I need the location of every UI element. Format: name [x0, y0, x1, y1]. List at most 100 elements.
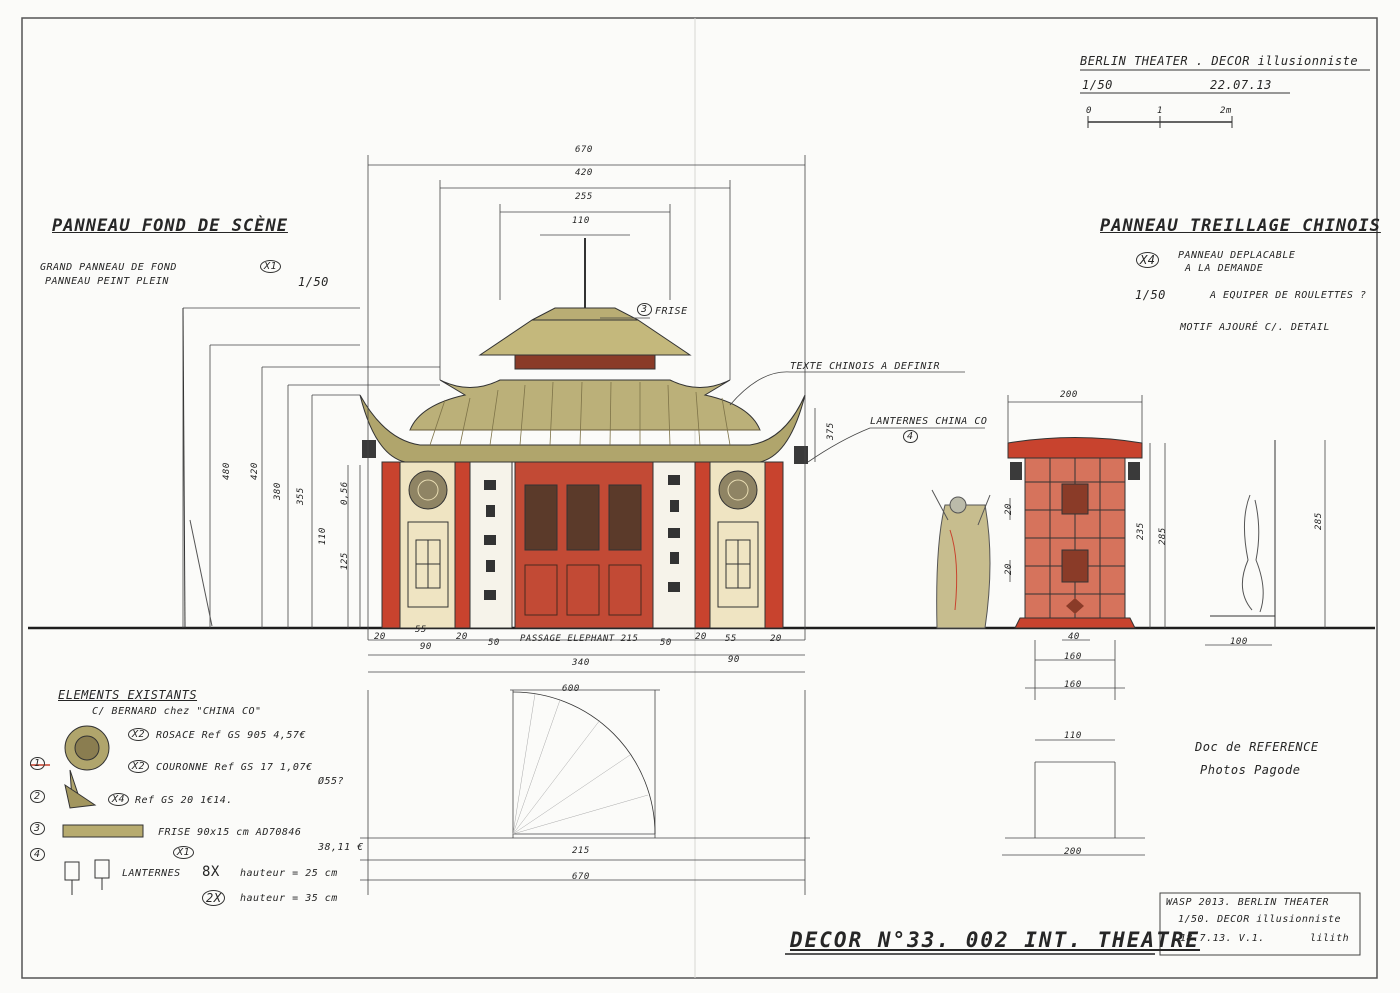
dim-arc-radius: 600	[562, 684, 580, 694]
reference-silhouette	[1205, 440, 1326, 646]
column-right-outer	[764, 461, 784, 629]
column-left-inner	[454, 461, 471, 629]
door-swing-rays	[512, 693, 649, 835]
facade-dimensions	[182, 155, 816, 895]
legend-icons	[30, 725, 144, 895]
dim-top-3: 110	[572, 216, 590, 226]
legend-0-qty: X2	[128, 728, 150, 741]
roof-band	[514, 354, 656, 370]
right-line3: MOTIF AJOURÉ C/. DETAIL	[1180, 322, 1330, 333]
door-window-3	[608, 484, 642, 551]
title-block-line3: 18.7.13. V.1.	[1180, 933, 1265, 944]
texte-label: TEXTE CHINOIS A DEFINIR	[790, 361, 940, 372]
dim-bottom-0: 20	[374, 632, 386, 642]
roof-tiles	[429, 381, 731, 446]
lattice-panel	[1007, 437, 1143, 629]
legend-5-text: hauteur = 35 cm	[240, 893, 338, 904]
dim-panel-base-2: 160	[1064, 680, 1082, 690]
dim-panel-top: 200	[1060, 390, 1078, 400]
legend-2-text: Ref GS 20 1€14.	[135, 795, 233, 806]
right-line1b: A LA DEMANDE	[1185, 263, 1264, 274]
thin-panel-brace	[189, 519, 213, 627]
dim-panel-inner-1: 20	[1004, 563, 1014, 575]
door-window-1	[524, 484, 558, 551]
legend-3-qty: X1	[173, 846, 195, 859]
right-scale: 1/50	[1135, 288, 1166, 302]
right-line1a: PANNEAU DEPLACABLE	[1178, 250, 1296, 261]
header-scale: 1/50	[1082, 78, 1113, 92]
dim-panel-plan-1: 200	[1064, 847, 1082, 857]
legend-subtitle: C/ BERNARD chez "CHINA CO"	[92, 706, 262, 717]
scale-bar-label-2: 2m	[1220, 106, 1232, 116]
dim-inner-0: 0,56	[340, 481, 350, 505]
legend-4-num: 4	[30, 848, 45, 861]
left-line2: PANNEAU PEINT PLEIN	[45, 276, 169, 287]
legend-0-text: ROSACE Ref GS 905 4,57€	[156, 730, 306, 741]
legend-4-text2: hauteur = 25 cm	[240, 868, 338, 879]
roof-upper	[409, 379, 761, 431]
rosace-left	[408, 470, 448, 510]
reference-line2: Photos Pagode	[1200, 763, 1301, 777]
frise-label: FRISE	[655, 306, 688, 317]
reference-line1: Doc de REFERENCE	[1195, 740, 1319, 754]
legend-5-qty: 2X	[202, 890, 226, 906]
dim-bottom-4: 50	[488, 638, 500, 648]
legend-3-text: FRISE 90x15 cm AD70846	[158, 827, 302, 838]
pagoda-facade	[359, 238, 808, 629]
legend-1-num: 1	[30, 757, 45, 770]
dim-panel-height-0: 235	[1136, 522, 1146, 540]
scale-bar-label-0: 0	[1086, 106, 1092, 116]
dim-top-2: 255	[575, 192, 593, 202]
dim-plan-width: 215	[572, 846, 590, 856]
dim-height-2: 380	[273, 482, 283, 500]
dim-bottom-total: 340	[572, 658, 590, 668]
dim-inner-2: 125	[340, 552, 350, 570]
dim-panel-height-1: 285	[1158, 527, 1168, 545]
dim-bottom-7: 20	[695, 632, 707, 642]
left-line1-qty: X1	[260, 260, 282, 273]
sheet-border	[21, 17, 1378, 979]
rosace-right	[718, 470, 758, 510]
column-left-outer	[381, 461, 401, 629]
dim-bottom-6: 50	[660, 638, 672, 648]
dim-top-1: 420	[575, 168, 593, 178]
legend-title: ELEMENTS EXISTANTS	[58, 688, 198, 702]
dim-bottom-2: 90	[420, 642, 432, 652]
dim-top-0: 670	[575, 145, 593, 155]
column-right-inner	[694, 461, 711, 629]
dim-bottom-3: 20	[456, 632, 468, 642]
lanternes-num: 4	[903, 430, 918, 443]
project-line: BERLIN THEATER . DECOR illusionniste	[1080, 54, 1359, 68]
lantern-left	[362, 440, 376, 458]
door-window-2	[566, 484, 600, 551]
left-section-title: PANNEAU FOND DE SCÈNE	[52, 216, 288, 236]
lantern-right	[794, 446, 808, 464]
scale-bar-label-1: 1	[1157, 106, 1163, 116]
legend-2-num: 2	[30, 790, 45, 803]
right-line2: A EQUIPER DE ROULETTES ?	[1210, 290, 1367, 301]
left-scale: 1/50	[298, 275, 329, 289]
dim-panel-plan-0: 110	[1064, 731, 1082, 741]
dim-bottom-9: 90	[728, 655, 740, 665]
legend-4-text: LANTERNES	[122, 868, 181, 879]
legend-3-text2: 38,11 €	[318, 842, 364, 853]
title-block-line1: WASP 2013. BERLIN THEATER	[1166, 897, 1330, 908]
dim-height-0: 480	[222, 462, 232, 480]
header-date: 22.07.13	[1210, 78, 1272, 92]
roof-middle	[478, 319, 692, 356]
dim-bottom-1: 55	[415, 625, 427, 635]
lattice-left	[407, 521, 449, 608]
chinese-characters	[484, 475, 680, 600]
right-section-title: PANNEAU TREILLAGE CHINOIS	[1100, 216, 1381, 236]
title-block-frame	[1159, 892, 1361, 956]
dim-panel-base-1: 160	[1064, 652, 1082, 662]
dim-height-1: 420	[250, 462, 260, 480]
dim-bottom-10: 20	[770, 634, 782, 644]
title-block-line2: 1/50. DECOR illusionniste	[1178, 914, 1342, 925]
right-qty: X4	[1136, 252, 1160, 268]
dim-figure-height: 285	[1314, 512, 1324, 530]
dim-plan-total: 670	[572, 872, 590, 882]
dim-inner-1: 110	[318, 527, 328, 545]
